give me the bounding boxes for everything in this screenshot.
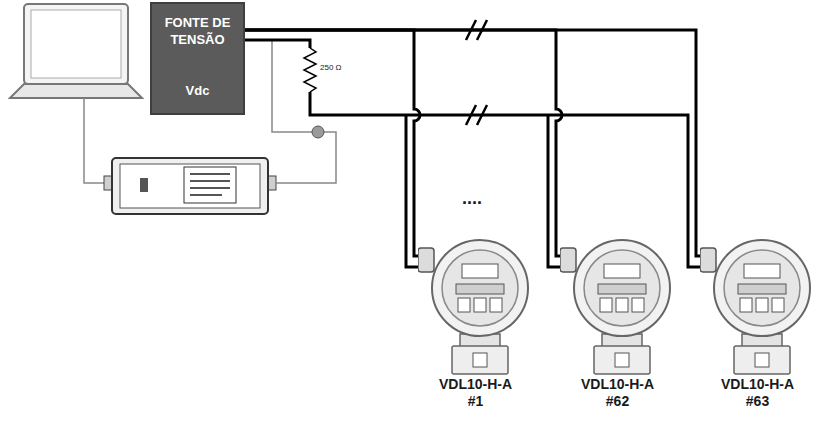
laptop-base bbox=[10, 84, 142, 98]
housing-inner bbox=[584, 250, 660, 326]
cable-gland bbox=[418, 248, 434, 272]
transmitter: VDL10-H-A#63 bbox=[700, 228, 815, 410]
terminal bbox=[632, 298, 644, 312]
terminal-display bbox=[462, 264, 498, 278]
power-supply-box: FONTE DE TENSÃO Vdc bbox=[150, 2, 245, 115]
terminal bbox=[490, 298, 502, 312]
housing-outer bbox=[574, 240, 670, 336]
device-address: #63 bbox=[700, 393, 815, 410]
cable-gland bbox=[560, 248, 576, 272]
hart-modem bbox=[104, 158, 276, 214]
transmitter: VDL10-H-A#1 bbox=[418, 228, 533, 410]
modem-sticker bbox=[184, 167, 236, 203]
device-model: VDL10-H-A bbox=[700, 376, 815, 393]
clip-connector bbox=[312, 126, 324, 138]
device-model: VDL10-H-A bbox=[418, 376, 533, 393]
terminal bbox=[772, 298, 784, 312]
process-port bbox=[755, 353, 769, 367]
return-drop bbox=[548, 115, 560, 267]
terminal-strip bbox=[738, 284, 786, 294]
supply-wire-line bbox=[245, 30, 700, 256]
transmitter-illustration bbox=[418, 228, 533, 376]
terminal bbox=[474, 298, 486, 312]
terminal-strip bbox=[598, 284, 646, 294]
modem-lead bbox=[272, 40, 312, 132]
device-subtitle: Vdc bbox=[186, 82, 210, 99]
supply-wire-line bbox=[245, 30, 562, 256]
modem-sticker-lines bbox=[190, 174, 230, 195]
device-address: #62 bbox=[560, 393, 675, 410]
terminal-display bbox=[604, 264, 640, 278]
terminal-strip bbox=[456, 284, 504, 294]
modem-case bbox=[112, 158, 268, 214]
supply-wire bbox=[245, 30, 562, 256]
transmitter-illustration bbox=[560, 228, 675, 376]
terminal bbox=[600, 298, 612, 312]
ellipsis-mark: .... bbox=[462, 188, 482, 209]
housing-inner bbox=[442, 250, 518, 326]
modem-panel bbox=[120, 164, 260, 208]
terminal bbox=[740, 298, 752, 312]
process-port bbox=[473, 353, 487, 367]
break-mark bbox=[466, 20, 487, 125]
transmitter-body bbox=[734, 346, 790, 374]
terminal bbox=[756, 298, 768, 312]
process-port bbox=[615, 353, 629, 367]
return-drop bbox=[406, 115, 418, 267]
device-model: VDL10-H-A bbox=[560, 376, 675, 393]
device-address: #1 bbox=[418, 393, 533, 410]
housing-outer bbox=[714, 240, 810, 336]
transmitter: VDL10-H-A#62 bbox=[560, 228, 675, 410]
housing-inner bbox=[724, 250, 800, 326]
return-wire bbox=[245, 40, 310, 48]
return-bus bbox=[310, 92, 700, 267]
resistor-symbol bbox=[304, 48, 316, 92]
laptop-screen bbox=[24, 4, 128, 84]
device-title: FONTE DE TENSÃO bbox=[158, 14, 237, 48]
housing-outer bbox=[432, 240, 528, 336]
modem-led bbox=[140, 178, 148, 192]
cable-gland bbox=[700, 248, 716, 272]
laptop-display bbox=[31, 10, 121, 78]
transmitter-illustration bbox=[700, 228, 815, 376]
supply-wire bbox=[245, 30, 700, 256]
resistor-value: 250 Ω bbox=[320, 63, 342, 72]
terminal bbox=[458, 298, 470, 312]
modem-lead bbox=[276, 132, 336, 183]
usb-cable bbox=[84, 98, 104, 183]
transmitter-body bbox=[452, 346, 508, 374]
laptop bbox=[10, 4, 142, 98]
supply-wire-line bbox=[245, 30, 420, 256]
terminal-display bbox=[744, 264, 780, 278]
transmitter-body bbox=[594, 346, 650, 374]
terminal bbox=[616, 298, 628, 312]
supply-wire bbox=[245, 30, 420, 256]
